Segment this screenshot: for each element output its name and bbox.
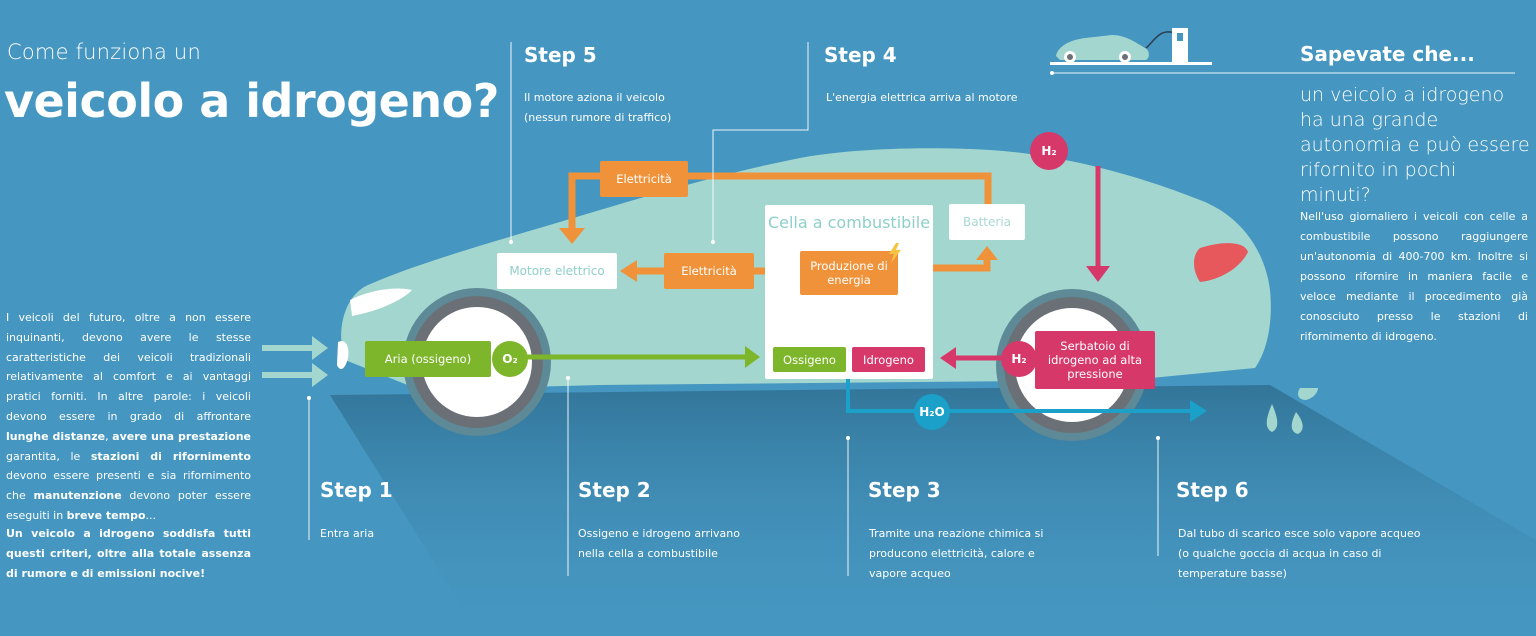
o2-badge: O₂ — [492, 341, 528, 377]
oxygen-box: Ossigeno — [773, 347, 846, 372]
air-box: Aria (ossigeno) — [365, 341, 491, 377]
step4-text: L'energia elettrica arriva al motore — [826, 91, 1018, 104]
step5-title: Step 5 — [524, 43, 597, 67]
sapevate-body: Nell'uso giornaliero i veicoli con celle… — [1300, 210, 1528, 343]
step1-title: Step 1 — [320, 478, 393, 502]
charging-car-icon — [1050, 28, 1212, 65]
energy-production-box: Produzione di energia — [800, 251, 898, 295]
step2-title: Step 2 — [578, 478, 651, 502]
step6-title: Step 6 — [1176, 478, 1249, 502]
water-drop — [1291, 412, 1303, 434]
electricity-box-mid: Elettricità — [664, 253, 754, 289]
sapevate-subtitle: un veicolo a idrogeno ha una grande auto… — [1300, 84, 1530, 206]
headlight — [350, 288, 412, 316]
step3-text: Tramite una reazione chimica si producon… — [869, 527, 1044, 580]
water-drop — [1298, 388, 1318, 400]
battery-box: Batteria — [949, 204, 1025, 240]
spark-icon — [889, 243, 901, 263]
step4-title: Step 4 — [824, 43, 897, 67]
hydrogen-box: Idrogeno — [852, 347, 925, 372]
intro-conclusion: Un veicolo a idrogeno soddisfa tutti que… — [6, 527, 251, 580]
car-shadow — [330, 385, 1536, 636]
water-drop — [1266, 404, 1278, 432]
page-title: veicolo a idrogeno? — [4, 74, 499, 128]
h2o-badge: H₂O — [914, 394, 950, 430]
electricity-box-top: Elettricità — [600, 161, 688, 197]
step3-title: Step 3 — [868, 478, 941, 502]
sapevate-title: Sapevate che... — [1300, 42, 1475, 66]
hydrogen-tank-box: Serbatoio di idrogeno ad alta pressione — [1035, 331, 1155, 389]
fuel-cell-label: Cella a combustibile — [767, 213, 931, 232]
step2-text: Ossigeno e idrogeno arrivano nella cella… — [578, 527, 740, 560]
step1-text: Entra aria — [320, 527, 375, 540]
step6-text: Dal tubo di scarico esce solo vapore acq… — [1178, 527, 1421, 580]
motor-box: Motore elettrico — [497, 253, 617, 289]
step5-text: Il motore aziona il veicolo (nessun rumo… — [524, 91, 672, 124]
h2-tank-badge: H₂ — [1001, 341, 1037, 377]
h2-top-badge: H₂ — [1030, 132, 1068, 170]
taillight — [1194, 243, 1248, 282]
title-small: Come funziona un — [7, 40, 201, 64]
intro-paragraph: I veicoli del futuro, oltre a non essere… — [6, 311, 251, 522]
